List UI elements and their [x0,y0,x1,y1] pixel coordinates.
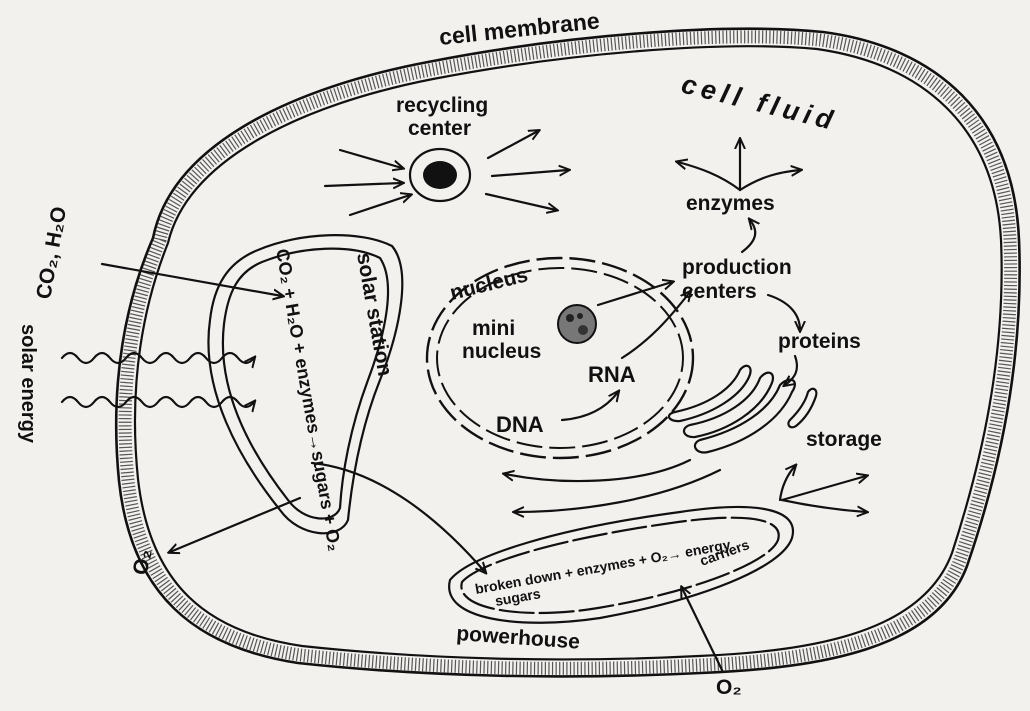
production-centers-label-2: centers [682,280,757,303]
o2-in-arrow [682,588,722,670]
mini-nucleus [558,305,596,343]
dna-to-rna-arrow [562,392,618,420]
enzymes-label: enzymes [686,192,775,215]
dna-label: DNA [496,412,544,437]
production-centers-label-1: production [682,256,792,279]
powerhouse-label: powerhouse [456,622,581,654]
storage-label: storage [806,428,882,451]
solar-station-label: solar station [352,251,396,378]
nucleus-label: nucleus [448,263,531,305]
rna-label: RNA [588,362,636,387]
proteins-label: proteins [778,330,861,353]
solar-energy-waves [62,353,254,407]
o2-out-label: O₂ [129,547,156,576]
o2-out-arrow [170,498,300,552]
solar-equation-label: CO₂ + H₂O + enzymes→sugars + O₂ [272,247,345,552]
production-to-proteins-arrow [768,295,800,330]
recycling-center-label-1: recycling [396,94,488,117]
mini-nucleus-label-1: mini [472,317,515,340]
powerhouse-equation-label: broken down + enzymes + O₂→ energy [474,536,732,597]
solar-energy-label: solar energy [17,324,39,444]
storage-arrows [780,466,866,512]
mini-nucleus-label-2: nucleus [462,340,541,363]
rna-to-production-arrow [622,292,690,358]
co2-h2o-input-arrow [102,264,282,296]
recycling-center [410,149,470,201]
cell-membrane-label: cell membrane [438,7,601,50]
cytoplasm-flow-arrows [505,460,720,512]
cell-fluid-label: cell fluid [679,69,841,137]
recycling-center-label-2: center [408,117,471,140]
co2-h2o-input-label: CO₂, H₂O [32,205,71,301]
o2-in-label: O₂ [716,676,742,699]
